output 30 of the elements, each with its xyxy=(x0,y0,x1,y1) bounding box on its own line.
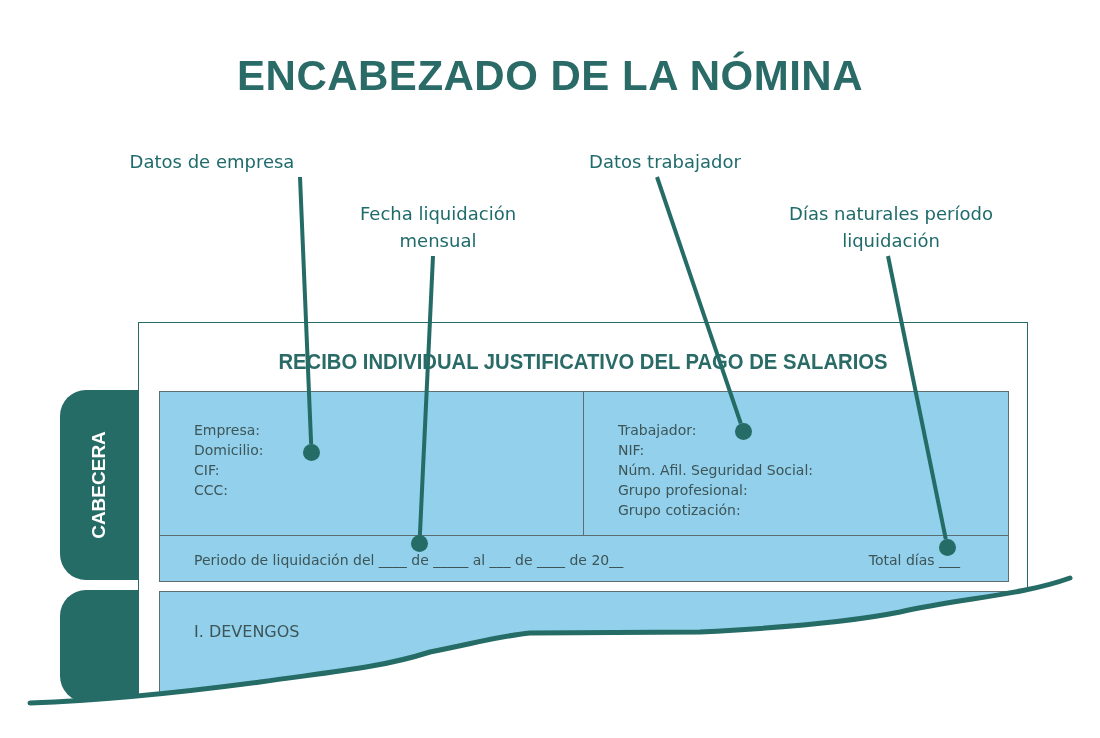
form-cell xyxy=(159,391,584,536)
callout-dot xyxy=(411,535,428,552)
callout-dot xyxy=(939,539,956,556)
field-label: Domicilio: xyxy=(194,441,264,460)
callout-dot xyxy=(303,444,320,461)
field-label: CIF: xyxy=(194,461,221,480)
field-label: Grupo cotización: xyxy=(618,501,742,520)
side-tab xyxy=(60,390,138,580)
field-label: Total días ___ xyxy=(868,552,960,568)
field-label: Trabajador: xyxy=(618,421,698,440)
callout-label: Días naturales período liquidación xyxy=(788,202,994,253)
page-title: ENCABEZADO DE LA NÓMINA xyxy=(236,52,864,100)
field-label: Empresa: xyxy=(194,421,262,440)
leader-line xyxy=(417,255,435,536)
field-label: Grupo profesional: xyxy=(618,481,749,500)
field-label: CCC: xyxy=(194,481,230,500)
form-cell xyxy=(583,391,1009,536)
leader-line xyxy=(655,176,743,425)
leader-line xyxy=(886,255,948,540)
callout-label: Fecha liquidación mensual xyxy=(358,202,518,253)
field-label: NIF: xyxy=(618,441,646,460)
callout-label: Datos trabajador xyxy=(588,150,742,174)
section-heading: I. DEVENGOS xyxy=(194,622,300,641)
callout-label: Datos de empresa xyxy=(128,150,296,174)
field-label: Núm. Afil. Seguridad Social: xyxy=(618,461,813,480)
leader-line xyxy=(298,176,314,445)
callout-dot xyxy=(735,423,752,440)
field-label: Periodo de liquidación del ____ de _____ al ___ de ____ de 20__ xyxy=(194,552,624,568)
form-row xyxy=(159,535,1009,582)
tab-label: CABECERA xyxy=(88,431,110,539)
